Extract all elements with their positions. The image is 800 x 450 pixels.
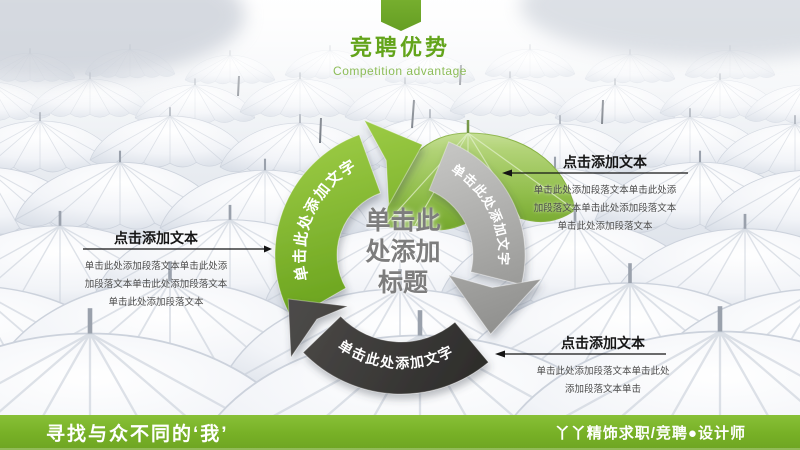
footer-slogan: 寻找与众不同的‘我’ <box>46 424 229 445</box>
callout-body[interactable]: 单击此处添加段落文本单击此处添 加段落文本单击此处添加段落文本 单击此处添加段落… <box>533 185 677 232</box>
callout-heading[interactable]: 点击添加文本 <box>561 335 645 351</box>
gray-arrowhead <box>447 274 543 335</box>
slide-subtitle: Competition advantage <box>333 64 467 78</box>
connector-arrowheads <box>264 169 512 358</box>
callout-top-right[interactable]: 点击添加文本 单击此处添加段落文本单击此处添 加段落文本单击此处添加段落文本 单… <box>516 153 694 236</box>
cycle-arc-green[interactable] <box>274 119 424 320</box>
arrowhead-left-icon <box>495 350 505 358</box>
callout-connectors <box>83 172 688 355</box>
callout-heading[interactable]: 点击添加文本 <box>563 154 647 170</box>
dark-arrowhead <box>287 298 350 359</box>
diagram-center-title[interactable]: 单击此 处添加 标题 <box>365 207 441 297</box>
cycle-arc-gray[interactable] <box>428 141 543 335</box>
callout-bottom-right[interactable]: 点击添加文本 单击此处添加段落文本单击此处 添加段落文本单击 <box>528 334 678 399</box>
callout-body[interactable]: 单击此处添加段落文本单击此处添 加段落文本单击此处添加段落文本 单击此处添加段落… <box>84 261 228 308</box>
footer-bar: 寻找与众不同的‘我’ 丫丫精饰求职/竞聘●设计师 <box>0 415 800 450</box>
arrowhead-right-icon <box>264 245 272 253</box>
footer-credit: 丫丫精饰求职/竞聘●设计师 <box>554 425 746 442</box>
green-arrowhead <box>363 119 424 207</box>
slide-header: 竞聘优势 Competition advantage <box>0 30 800 78</box>
cycle-arc-dark[interactable] <box>287 298 490 395</box>
callout-body[interactable]: 单击此处添加段落文本单击此处 添加段落文本单击 <box>536 366 670 395</box>
slide-title: 竞聘优势 <box>349 35 450 60</box>
callout-heading[interactable]: 点击添加文本 <box>114 230 198 246</box>
callout-left[interactable]: 点击添加文本 单击此处添加段落文本单击此处添 加段落文本单击此处添加段落文本 单… <box>80 229 232 312</box>
arrowhead-left-icon <box>502 169 512 177</box>
